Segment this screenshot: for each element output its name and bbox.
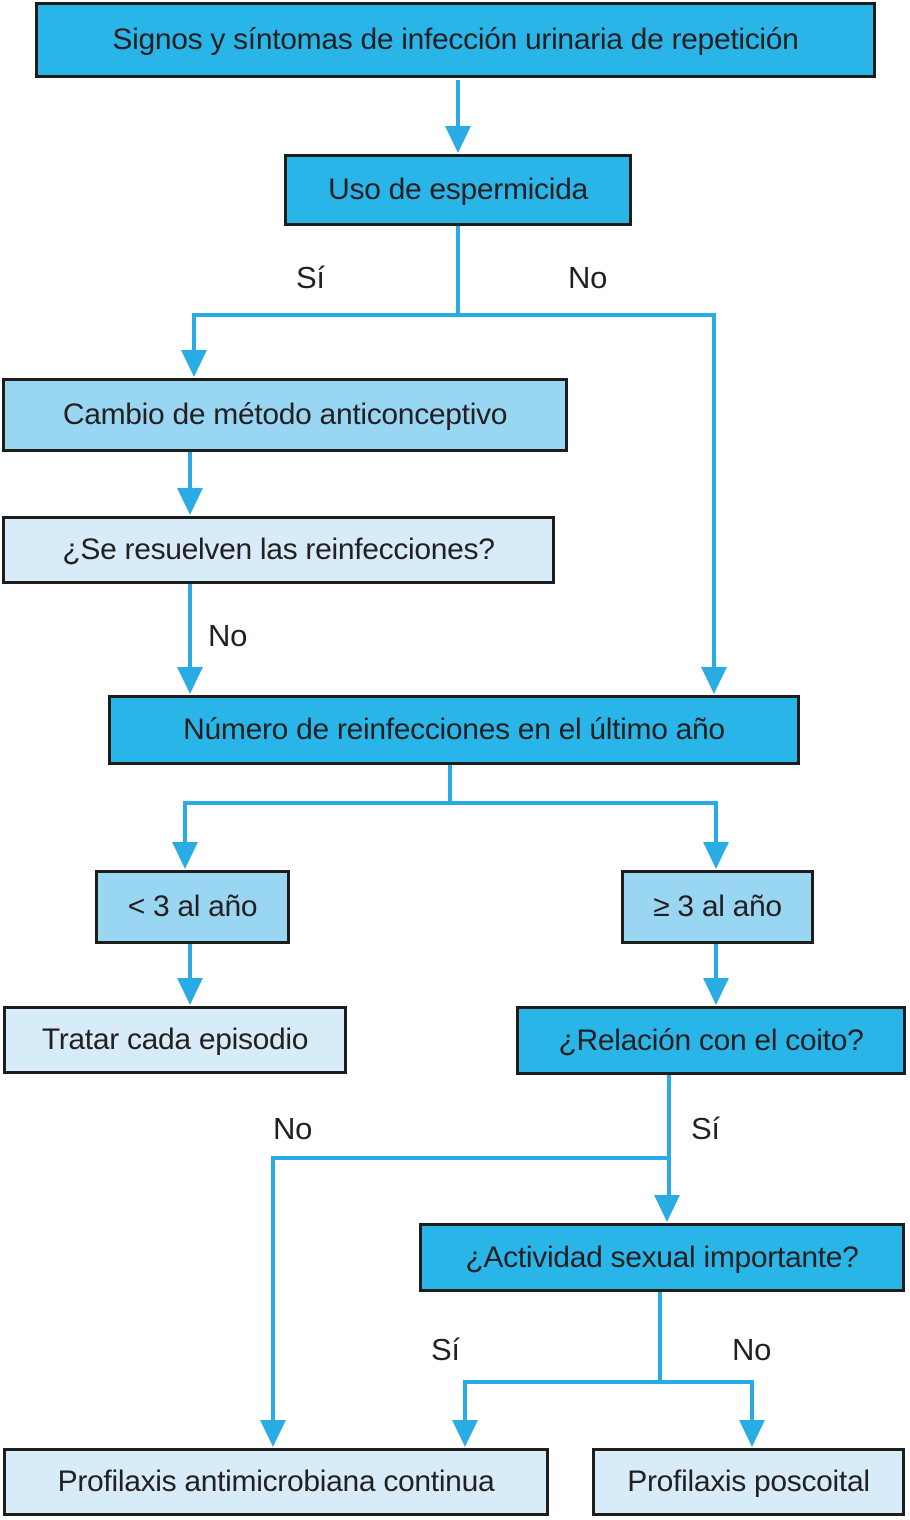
arrow-down-icon bbox=[452, 1420, 478, 1447]
connector-line bbox=[667, 1074, 671, 1160]
node-tratar-episodio: Tratar cada episodio bbox=[3, 1006, 347, 1074]
connector-line bbox=[463, 1380, 754, 1384]
connector-line bbox=[712, 313, 716, 669]
connector-line bbox=[667, 1156, 671, 1197]
connector-line bbox=[714, 801, 718, 844]
edge-label-coito-no: No bbox=[273, 1111, 313, 1146]
node-se-resuelven: ¿Se resuelven las reinfecciones? bbox=[2, 516, 555, 584]
node-relacion-coito: ¿Relación con el coito? bbox=[516, 1006, 906, 1075]
edge-label-actividad-si: Sí bbox=[431, 1332, 460, 1367]
connector-line bbox=[183, 801, 716, 805]
connector-line bbox=[271, 1156, 671, 1160]
connector-line bbox=[188, 943, 192, 980]
arrow-down-icon bbox=[177, 667, 203, 694]
arrow-down-icon bbox=[739, 1420, 765, 1447]
node-actividad-sexual: ¿Actividad sexual importante? bbox=[419, 1223, 905, 1292]
node-signos-sintomas: Signos y síntomas de infección urinaria … bbox=[35, 2, 876, 78]
connector-line bbox=[456, 80, 460, 128]
edge-label-resuelven-no: No bbox=[208, 618, 248, 653]
arrow-down-icon bbox=[177, 488, 203, 515]
arrow-down-icon bbox=[177, 978, 203, 1005]
connector-line bbox=[271, 1156, 275, 1422]
connector-line bbox=[188, 450, 192, 490]
arrow-down-icon bbox=[172, 842, 198, 869]
node-numero-reinfecciones: Número de reinfecciones en el último año bbox=[108, 695, 800, 765]
arrow-down-icon bbox=[654, 1195, 680, 1222]
node-uso-espermicida: Uso de espermicida bbox=[284, 154, 632, 226]
connector-line bbox=[658, 1291, 662, 1384]
arrow-down-icon bbox=[181, 350, 207, 377]
arrow-down-icon bbox=[703, 978, 729, 1005]
node-profilaxis-continua: Profilaxis antimicrobiana continua bbox=[3, 1448, 549, 1516]
arrow-down-icon bbox=[445, 126, 471, 153]
node-profilaxis-poscoital: Profilaxis poscoital bbox=[592, 1448, 905, 1516]
node-menos-3-al-ano: < 3 al año bbox=[95, 870, 290, 944]
connector-line bbox=[456, 224, 460, 316]
arrow-down-icon bbox=[703, 842, 729, 869]
edge-label-actividad-no: No bbox=[732, 1332, 772, 1367]
node-cambio-metodo: Cambio de método anticonceptivo bbox=[2, 378, 568, 452]
arrow-down-icon bbox=[260, 1420, 286, 1447]
connector-line bbox=[714, 943, 718, 980]
edge-label-coito-si: Sí bbox=[691, 1111, 720, 1146]
connector-line bbox=[192, 313, 196, 352]
arrow-down-icon bbox=[701, 667, 727, 694]
connector-line bbox=[448, 763, 452, 805]
connector-line bbox=[192, 313, 716, 317]
connector-line bbox=[463, 1380, 467, 1422]
connector-line bbox=[183, 801, 187, 844]
connector-line bbox=[750, 1380, 754, 1422]
edge-label-espermicida-no: No bbox=[568, 260, 608, 295]
node-mas-3-al-ano: ≥ 3 al año bbox=[621, 870, 814, 944]
edge-label-espermicida-si: Sí bbox=[296, 260, 325, 295]
connector-line bbox=[188, 583, 192, 669]
